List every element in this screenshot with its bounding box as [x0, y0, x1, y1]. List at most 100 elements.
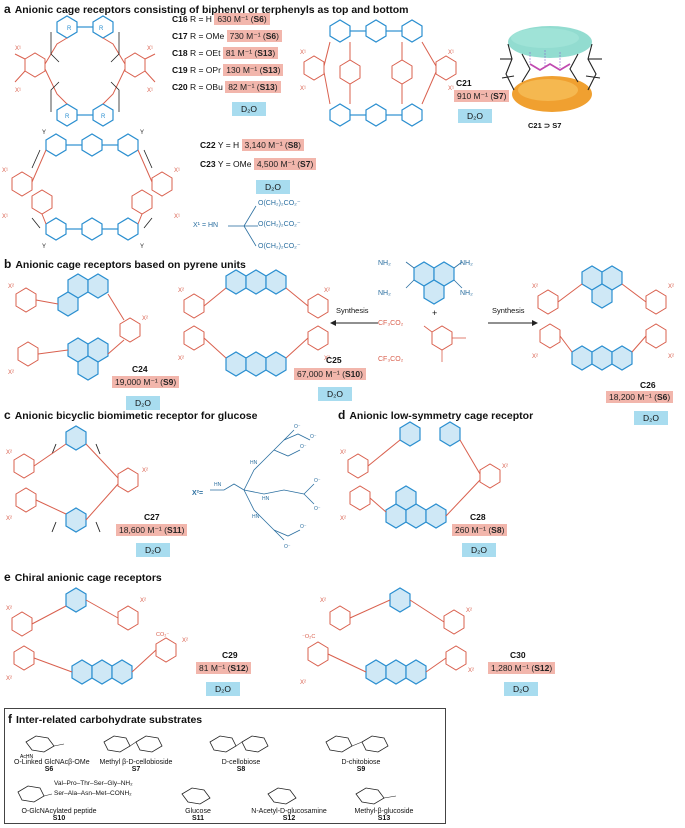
substrate-s9: D-chitobiose S9 — [341, 759, 381, 773]
svg-text:X²: X² — [6, 516, 12, 522]
cage-c24-structure: X² X² X² — [8, 273, 148, 381]
row-c17: C17 R = OMe 730 M⁻¹ (S6) — [172, 30, 283, 48]
substrate-s8-structure — [209, 735, 269, 753]
substrates-panel — [4, 708, 446, 824]
svg-text:X¹: X¹ — [300, 86, 306, 92]
svg-text:X²: X² — [668, 354, 674, 360]
x1-chain-2: O(CH₂)₂CO₂⁻ — [258, 221, 301, 228]
cage-c27-structure: X² X² X² — [6, 425, 148, 533]
value-c27-box: 18,600 M⁻¹ (S11) — [116, 524, 188, 536]
svg-text:X²: X² — [340, 450, 346, 456]
cage-c16-c20-structure: R R R R X¹ X¹ X¹ X¹ — [14, 15, 156, 127]
svg-text:X²: X² — [8, 284, 14, 290]
svg-text:X²: X² — [502, 464, 508, 470]
solvent-badge-c27: D₂O — [136, 543, 170, 557]
amine-label-1: NH₂ — [378, 260, 391, 267]
svg-text:X¹: X¹ — [2, 168, 8, 174]
substrate-s6: O-Linked GlcNAcβ-OMe S6 — [14, 759, 90, 773]
row-c20: C20 R = OBu 82 M⁻¹ (S13) — [172, 81, 283, 99]
solvent-badge-c25: D₂O — [318, 387, 352, 401]
svg-text:X¹: X¹ — [147, 88, 153, 94]
x2-dendron-structure: O⁻ O⁻ O⁻ O⁻ O⁻ O⁻ O⁻ HN HN HN HN — [210, 424, 321, 550]
cage-c26-structure: X² X² X² X² — [532, 265, 674, 371]
solvent-badge-c28: D₂O — [462, 543, 496, 557]
svg-text:X²: X² — [668, 284, 674, 290]
cage-c30-structure: X² X² X² X² ⁻O₂C — [300, 587, 474, 686]
svg-text:X²: X² — [142, 468, 148, 474]
row-c19: C19 R = OPr 130 M⁻¹ (S13) — [172, 64, 284, 82]
substrate-s13: Methyl-β-glucoside S13 — [354, 808, 414, 822]
complex-3d-model — [500, 26, 602, 112]
value-c16: 630 M⁻¹ (S6) — [214, 13, 270, 25]
svg-text:O⁻: O⁻ — [300, 444, 307, 450]
cage-c21-structure: X¹ X¹ X¹ X¹ — [300, 19, 457, 127]
svg-text:X²: X² — [182, 638, 188, 644]
substrate-s7-structure — [103, 735, 163, 753]
value-c29-box: 81 M⁻¹ (S12) — [196, 662, 252, 674]
trimesoyl-ester-precursor — [423, 325, 466, 362]
label-c27: C27 — [144, 512, 160, 522]
svg-text:X²: X² — [178, 356, 184, 362]
value-c18: 81 M⁻¹ (S13) — [222, 47, 279, 59]
svg-text:O⁻: O⁻ — [284, 544, 291, 550]
value-c25-box: 67,000 M⁻¹ (S10) — [294, 368, 366, 380]
solvent-badge-c16-c20: D₂O — [232, 102, 266, 116]
value-c23: 4,500 M⁻¹ (S7) — [253, 158, 317, 170]
svg-text:O⁻: O⁻ — [314, 478, 321, 484]
synthesis-arrow-right — [488, 320, 538, 326]
svg-text:X²: X² — [320, 598, 326, 604]
substrate-s11: Glucose S11 — [185, 808, 211, 822]
amine-label-4: NH₂ — [460, 290, 473, 297]
svg-text:O⁻: O⁻ — [300, 524, 307, 530]
synthesis-label-left: Synthesis — [336, 306, 369, 315]
row-c18: C18 R = OEt 81 M⁻¹ (S13) — [172, 47, 283, 65]
label-c21: C21 — [456, 78, 472, 88]
svg-text:HN: HN — [252, 514, 260, 520]
substrate-s6-structure: AcHN — [20, 735, 65, 760]
substrate-s9-structure — [325, 735, 389, 753]
solvent-badge-c29: D₂O — [206, 682, 240, 696]
svg-text:CO₂⁻: CO₂⁻ — [156, 632, 169, 638]
x1-substituent-structure — [228, 205, 258, 247]
value-c22: 3,140 M⁻¹ (S8) — [241, 139, 305, 151]
svg-text:AcHN: AcHN — [20, 754, 33, 760]
label-c29: C29 — [222, 650, 238, 660]
x1-chain-1: O(CH₂)₂CO₂⁻ — [258, 200, 301, 207]
svg-text:X²: X² — [8, 370, 14, 376]
svg-text:O⁻: O⁻ — [294, 424, 301, 430]
svg-text:X¹: X¹ — [448, 86, 454, 92]
label-c26: C26 — [640, 380, 656, 390]
svg-text:X²: X² — [532, 284, 538, 290]
x2-label: X²= — [192, 490, 204, 497]
x1-label: X¹ = HN — [193, 222, 219, 229]
svg-text:O⁻: O⁻ — [310, 434, 317, 440]
svg-text:Y: Y — [42, 130, 46, 136]
svg-text:X¹: X¹ — [174, 214, 180, 220]
peptide-sequence-1: Val–Pro–Thr–Ser–Gly–NH₂ — [54, 780, 133, 787]
ester-label-2: CF₃CO₂ — [378, 356, 404, 363]
amine-label-3: NH₂ — [378, 290, 391, 297]
solvent-badge-c24: D₂O — [126, 396, 160, 410]
svg-text:X¹: X¹ — [448, 50, 454, 56]
amine-label-2: NH₂ — [460, 260, 473, 267]
svg-text:R: R — [101, 114, 106, 120]
svg-text:X²: X² — [142, 316, 148, 322]
svg-text:Y: Y — [140, 130, 144, 136]
cage-c29-structure: X² X² X² X² CO₂⁻ — [6, 587, 188, 685]
svg-text:X²: X² — [324, 288, 330, 294]
row-c16: C16 R = H 630 M⁻¹ (S6) — [172, 13, 283, 31]
cage-c28-structure: X² X² X² — [340, 421, 508, 529]
value-c21-box: 910 M⁻¹ (S7) — [454, 90, 510, 102]
value-c20: 82 M⁻¹ (S13) — [225, 81, 281, 93]
solvent-badge-c21: D₂O — [458, 109, 492, 123]
svg-text:X¹: X¹ — [15, 88, 21, 94]
solvent-badge-c30: D₂O — [504, 682, 538, 696]
solvent-badge-c22-c23: D₂O — [256, 180, 290, 194]
svg-text:HN: HN — [250, 460, 258, 466]
cage-c25-structure: X² X² X² X² — [178, 269, 330, 377]
label-c24: C24 — [132, 364, 148, 374]
